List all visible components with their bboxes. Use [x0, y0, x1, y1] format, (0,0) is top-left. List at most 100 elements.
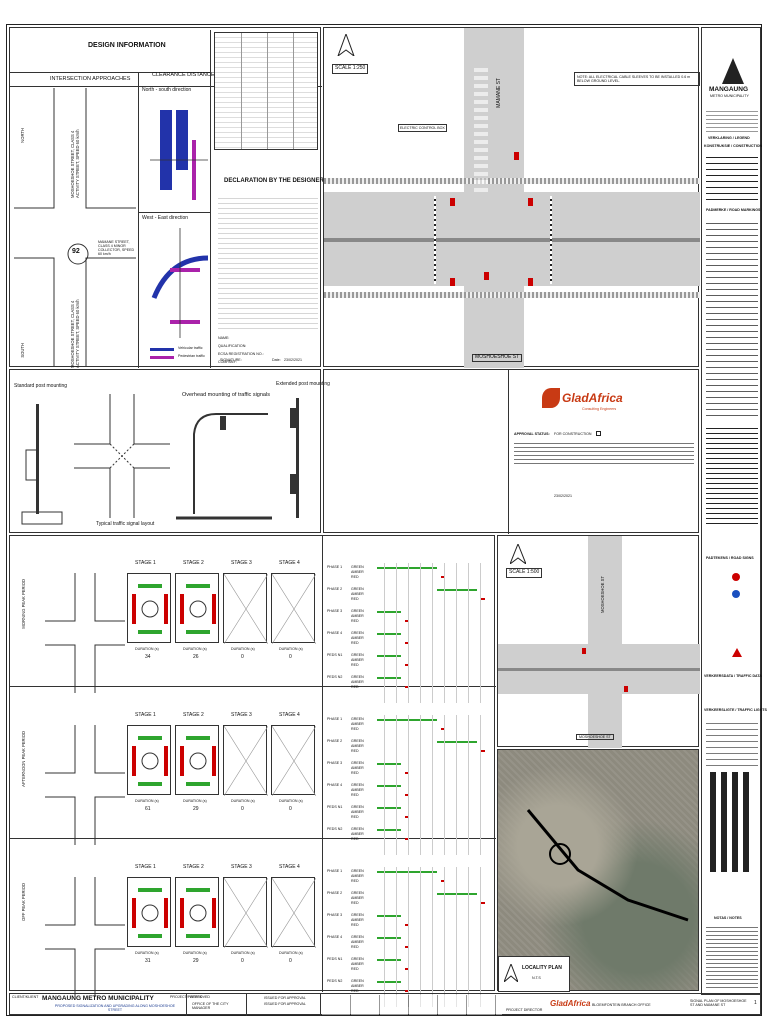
company-label: COMPANY:: [218, 360, 237, 364]
approach-sketch: [14, 88, 136, 366]
design-info-title: DESIGN INFORMATION: [88, 42, 166, 49]
signal-state-label: RED: [351, 815, 359, 819]
intersection-plan-top: SCALE 1:250 MAMANE ST MOSHOESHOE ST NOTE…: [323, 27, 700, 368]
sign-icon-triangle: [732, 648, 742, 657]
approval-status-label: APPROVAL STATUS:: [514, 432, 550, 436]
signal-state-label: AMBER: [351, 636, 364, 640]
pedestrian-legend-label: Pedestrian traffic: [178, 354, 205, 358]
signal-state-label: GREEN: [351, 587, 364, 591]
bottom-pole-1: [582, 648, 586, 654]
phase-label: PEDS N2: [327, 675, 343, 679]
stage-title: STAGE 2: [183, 560, 204, 566]
stage-duration-label: DURATION (s): [135, 799, 159, 803]
signal-state-label: RED: [351, 641, 359, 645]
extended-pole-drawing: [290, 398, 299, 518]
signal-state-label: GREEN: [351, 979, 364, 983]
stage-title: STAGE 1: [135, 560, 156, 566]
stage-diagram: [175, 877, 219, 947]
phasing-approach-sketch: [45, 877, 125, 997]
project-name: PROPOSED SIGNALIZATION AND UPGRADING ALO…: [54, 1004, 176, 1013]
declaration-title: DECLARATION BY THE DESIGNER: [224, 178, 324, 184]
stage-duration-label: DURATION (s): [231, 951, 255, 955]
consultant-office: BLOEMFONTEIN BRANCH OFFICE: [592, 1003, 651, 1007]
signal-state-label: AMBER: [351, 962, 364, 966]
south-label: SOUTH: [20, 343, 25, 358]
phase-label: PEDS N1: [327, 957, 343, 961]
stage-title: STAGE 3: [231, 712, 252, 718]
signal-state-label: GREEN: [351, 675, 364, 679]
phase-label: PHASE 1: [327, 869, 343, 873]
signal-state-label: RED: [351, 749, 359, 753]
clearance-we-diagram: [151, 228, 208, 338]
locality-plan: LOCALITY PLAN N.T.S: [497, 749, 699, 992]
phase-label: PEDS N2: [327, 827, 343, 831]
client-logo-name: MANGAUNG: [709, 86, 748, 93]
coordinate-table: [214, 32, 318, 150]
timing-plan-label: AFTERNOON PEAK PERIOD: [21, 731, 26, 787]
signal-state-label: GREEN: [351, 761, 364, 765]
signal-state-label: RED: [351, 663, 359, 667]
timing-plan-label: OFF PEAK PERIOD: [21, 883, 26, 921]
signal-pole-3: [450, 278, 455, 286]
signal-state-label: AMBER: [351, 810, 364, 814]
signal-state-label: AMBER: [351, 744, 364, 748]
signal-state-label: GREEN: [351, 609, 364, 613]
timing-grid: [373, 715, 489, 855]
declaration-date: 23/02/2021: [284, 358, 302, 362]
title-block-logo: GladAfrica: [550, 999, 591, 1008]
approval-label: APPROVED: [190, 995, 210, 999]
legend-construction: KONSTRUKSIE / CONSTRUCTION: [704, 144, 763, 148]
stage-diagram: [271, 877, 317, 949]
phase-label: PEDS N1: [327, 653, 343, 657]
signal-state-label: AMBER: [351, 788, 364, 792]
signal-state-label: RED: [351, 967, 359, 971]
stage-duration-value: 26: [193, 654, 199, 660]
stage-title: STAGE 1: [135, 712, 156, 718]
stage-duration-value: 0: [289, 806, 292, 812]
signal-state-label: RED: [351, 727, 359, 731]
client-label: CLIENT/KLIENT: [12, 995, 39, 999]
stage-diagram: [223, 573, 269, 645]
stage-title: STAGE 3: [231, 560, 252, 566]
signal-state-label: RED: [351, 793, 359, 797]
signal-state-label: GREEN: [351, 957, 364, 961]
stage-title: STAGE 4: [279, 864, 300, 870]
approval-panel: GladAfrica Consulting Engineers APPROVAL…: [323, 369, 699, 534]
signal-state-label: RED: [351, 771, 359, 775]
vehicular-legend-label: Vehicular traffic: [178, 346, 203, 350]
qualification-label: QUALIFICATION:: [218, 344, 247, 348]
phasing-approach-sketch: [45, 725, 125, 845]
stage-diagram: [223, 725, 269, 797]
signal-state-label: GREEN: [351, 717, 364, 721]
stage-duration-label: DURATION (s): [231, 799, 255, 803]
south-road-label: MOSHOESHOE STREET, CLASS 4 ACTIVITY STRE…: [70, 299, 81, 368]
signal-state-label: RED: [351, 923, 359, 927]
stage-duration-value: 31: [145, 958, 151, 964]
overhead-title: Overhead mounting of traffic signals: [182, 392, 270, 398]
timing-plan-label: MORNING PEAK PERIOD: [21, 579, 26, 629]
drawing-title: SIGNAL PLAN OF MOSHOESHOE ST AND MAMANE …: [690, 999, 747, 1008]
legend-panel: MANGAUNG METRO MUNICIPALITY VERKLARING /…: [701, 27, 767, 995]
consultant-logo: GladAfrica: [562, 391, 623, 405]
stage-duration-value: 34: [145, 654, 151, 660]
signal-state-label: RED: [351, 619, 359, 623]
stage-duration-label: DURATION (s): [135, 951, 159, 955]
signal-state-label: AMBER: [351, 832, 364, 836]
west-east-label: West - East direction: [142, 215, 189, 221]
stage-diagram: [223, 877, 269, 949]
phasing-panel: [9, 535, 496, 992]
signal-state-label: AMBER: [351, 940, 364, 944]
signal-state-label: RED: [351, 879, 359, 883]
stage-diagram: [127, 877, 171, 947]
signal-state-label: GREEN: [351, 653, 364, 657]
north-south-label: North - south direction: [142, 87, 192, 93]
consultant-logo-mark: [542, 388, 560, 408]
signal-state-label: AMBER: [351, 592, 364, 596]
phase-label: PHASE 2: [327, 739, 343, 743]
standard-pole-title: Standard post mounting: [14, 383, 68, 389]
overhead-drawing: [176, 413, 272, 520]
plan-note: NOTE: ALL ELECTRICAL CABLE SLEEVES TO BE…: [574, 72, 700, 87]
signal-state-label: AMBER: [351, 614, 364, 618]
traffic-light-icons: [710, 772, 754, 872]
legend-notes: NOTAS / NOTES: [714, 916, 742, 920]
